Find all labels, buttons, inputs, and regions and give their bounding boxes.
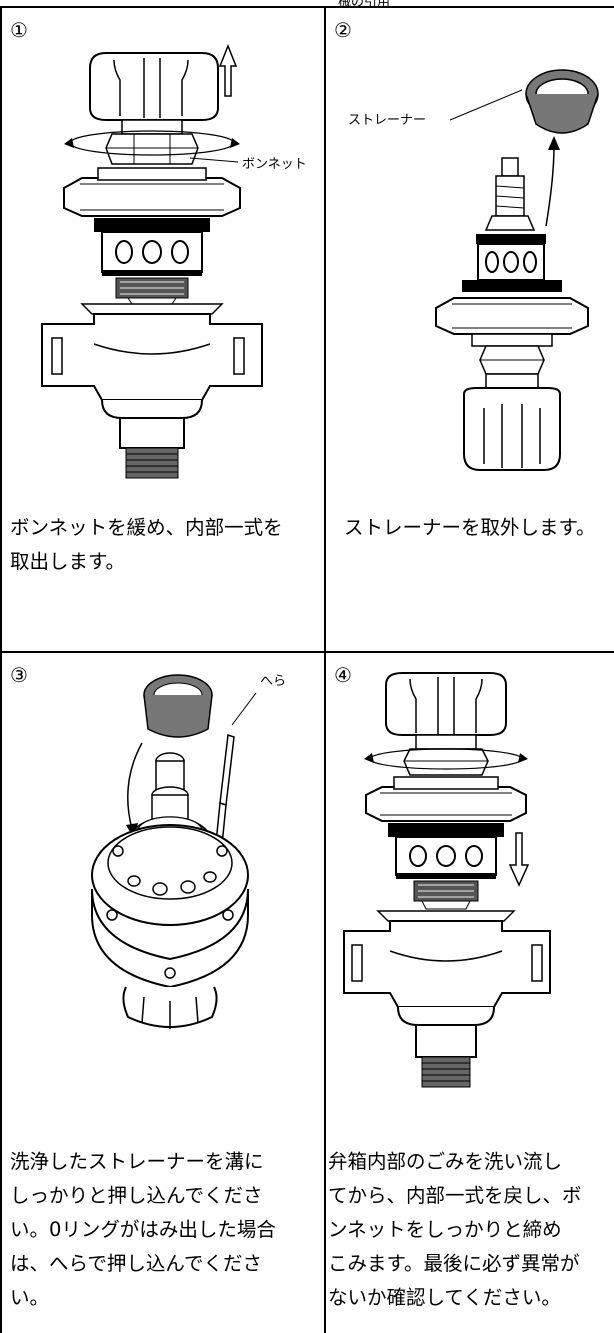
step-4-cell: ④ 弁箱内部のごみを洗い — [326, 653, 614, 1333]
step-4-line-4: こみます。最後に必ず異常が — [328, 1252, 580, 1275]
step-4-line-2: てから、内部一式を戻し、ボ — [328, 1184, 582, 1207]
step-3-illustration: へら — [91, 674, 286, 1029]
step-1-number: ① — [10, 18, 28, 42]
step-2-line-1: ストレーナーを取外します。 — [344, 516, 596, 539]
header-cut-text: 械の引用 — [338, 0, 391, 8]
step-3-cell: ③ へら — [2, 653, 324, 1333]
step-2-label: ストレーナー — [348, 113, 426, 128]
step-1-text: ボンネットを緩め、内部一式を 取出します。 — [10, 511, 310, 579]
step-2-number: ② — [334, 18, 352, 42]
step-2-illustration: ストレーナー — [348, 69, 599, 471]
step-2-cell: ② ストレーナー ストレーナーを取外します。 — [326, 8, 614, 651]
step-3-number: ③ — [10, 663, 28, 687]
step-1-label: ボンネット — [242, 157, 307, 172]
step-1-illustration: ボンネット — [41, 43, 307, 479]
step-3-line-3: い。0リングがはみ出した場合 — [10, 1218, 276, 1241]
border-top — [0, 6, 614, 8]
step-4-number: ④ — [334, 663, 352, 687]
step-2-text: ストレーナーを取外します。 — [344, 511, 614, 545]
step-3-line-2: しっかりと押し込んでくださ — [10, 1184, 263, 1207]
step-4-text: 弁箱内部のごみを洗い流し てから、内部一式を戻し、ボ ンネットをしっかりと締め … — [328, 1145, 612, 1315]
step-3-label: へら — [260, 674, 286, 689]
step-4-line-1: 弁箱内部のごみを洗い流し — [328, 1150, 563, 1173]
step-1-cell: ① ボンネット — [2, 8, 324, 651]
step-4-line-3: ンネットをしっかりと締め — [328, 1218, 562, 1241]
border-left — [0, 6, 2, 1333]
step-4-line-5: ないか確認してください。 — [328, 1286, 561, 1309]
divider-vertical — [324, 6, 326, 1333]
step-3-line-1: 洗浄したストレーナーを溝に — [10, 1150, 264, 1173]
header-strip: 械の引用 — [0, 0, 614, 8]
step-4-illustration — [343, 672, 551, 1088]
step-3-line-4: は、へらで押し込んでくださ — [10, 1252, 262, 1275]
step-3-line-5: い。 — [10, 1286, 50, 1309]
divider-horizontal — [0, 651, 614, 653]
step-1-line-2: 取出します。 — [10, 550, 126, 573]
step-1-line-1: ボンネットを緩め、内部一式を — [10, 516, 283, 539]
step-3-text: 洗浄したストレーナーを溝に しっかりと押し込んでくださ い。0リングがはみ出した… — [10, 1145, 310, 1315]
